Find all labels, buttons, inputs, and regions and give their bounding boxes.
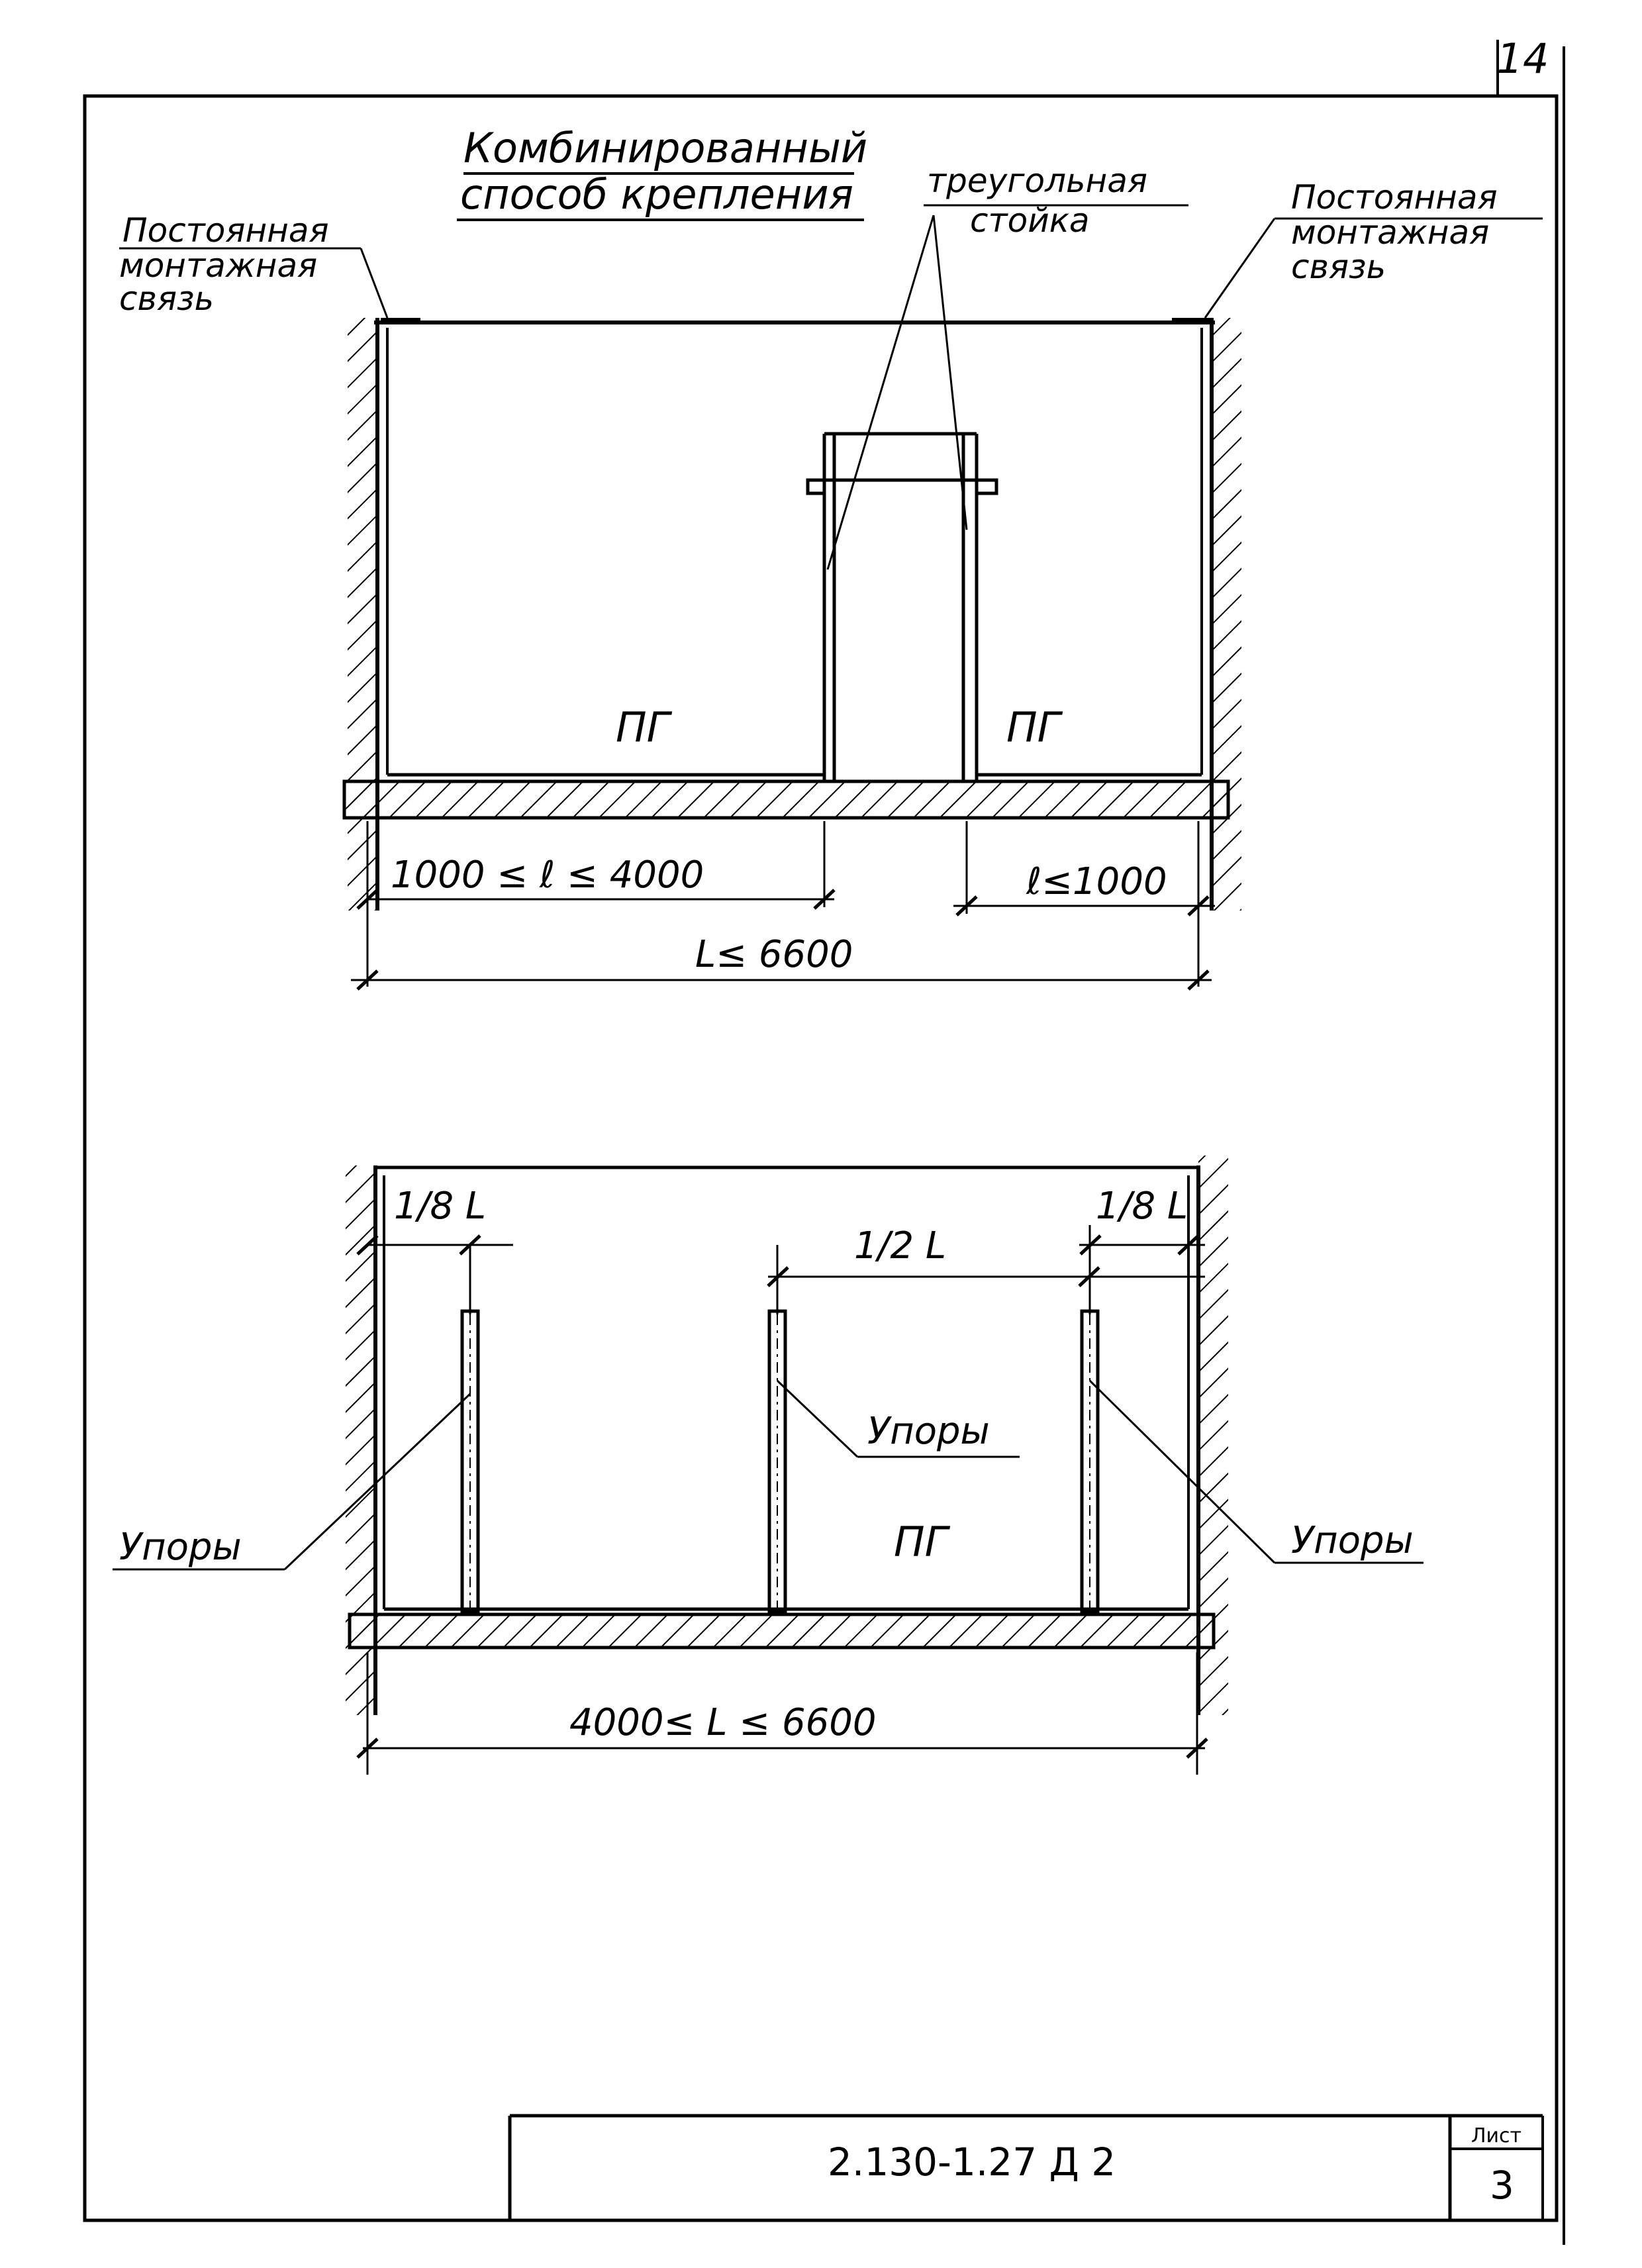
drawing-title: Комбинированный способ крепления bbox=[457, 124, 867, 221]
top-right-wall-hatch bbox=[1212, 318, 1241, 911]
triangular-post-label-2: стойка bbox=[970, 201, 1090, 240]
top-dim-total: L≤ 6600 bbox=[695, 933, 853, 976]
bottom-dim-half: 1/2 L bbox=[854, 1224, 946, 1267]
bottom-drawing: ПГ 1/8 L 1/2 L 1/8 L 4000≤ L ≤ 6600 bbox=[113, 1156, 1424, 1775]
bottom-panel-label: ПГ bbox=[894, 1518, 951, 1566]
document-code: 2.130-1.27 Д 2 bbox=[828, 2140, 1116, 2185]
sheet-label: Лист bbox=[1471, 2124, 1521, 2147]
bottom-floor-slab bbox=[348, 1612, 1216, 1650]
stops-right-label: Упоры bbox=[1291, 1519, 1414, 1562]
stops-center-label: Упоры bbox=[867, 1410, 990, 1453]
bottom-dim-left-eighth: 1/8 L bbox=[394, 1185, 486, 1228]
top-dimensions bbox=[351, 821, 1215, 991]
page-number: 14 bbox=[1497, 34, 1549, 83]
top-left-tie-label-1: Постоянная bbox=[122, 211, 329, 250]
top-left-wall-hatch bbox=[348, 318, 377, 911]
stops-left-label: Упоры bbox=[119, 1526, 242, 1569]
top-dim-right: ℓ≤1000 bbox=[1026, 860, 1167, 903]
top-left-tie-label-3: связь bbox=[119, 279, 214, 318]
bottom-dimensions bbox=[356, 1215, 1208, 1775]
title-block bbox=[508, 2114, 1544, 2220]
top-left-tie-label-2: монтажная bbox=[119, 246, 317, 285]
sheet-number: 3 bbox=[1490, 2163, 1514, 2208]
top-right-tie-label-3: связь bbox=[1291, 248, 1386, 286]
top-panel-right-label: ПГ bbox=[1006, 703, 1063, 752]
top-right-tie-label-2: монтажная bbox=[1291, 213, 1489, 252]
sheet-frame bbox=[83, 40, 1565, 2245]
bottom-dim-right-eighth: 1/8 L bbox=[1096, 1185, 1188, 1228]
top-panel-left-label: ПГ bbox=[616, 703, 673, 752]
stop-posts bbox=[460, 1309, 1100, 1614]
title-line-1: Комбинированный bbox=[463, 124, 867, 172]
title-line-2: способ крепления bbox=[460, 170, 853, 219]
top-dim-left: 1000 ≤ ℓ ≤ 4000 bbox=[391, 854, 704, 897]
bottom-dim-total: 4000≤ L ≤ 6600 bbox=[569, 1701, 876, 1744]
triangular-post-label-1: треугольная bbox=[927, 162, 1147, 200]
triangular-post bbox=[806, 432, 998, 781]
top-right-tie-label-1: Постоянная bbox=[1291, 178, 1498, 217]
top-drawing: ПГ ПГ Постоянная монтажная связь Постоян… bbox=[119, 162, 1543, 991]
top-floor-slab bbox=[342, 779, 1230, 820]
